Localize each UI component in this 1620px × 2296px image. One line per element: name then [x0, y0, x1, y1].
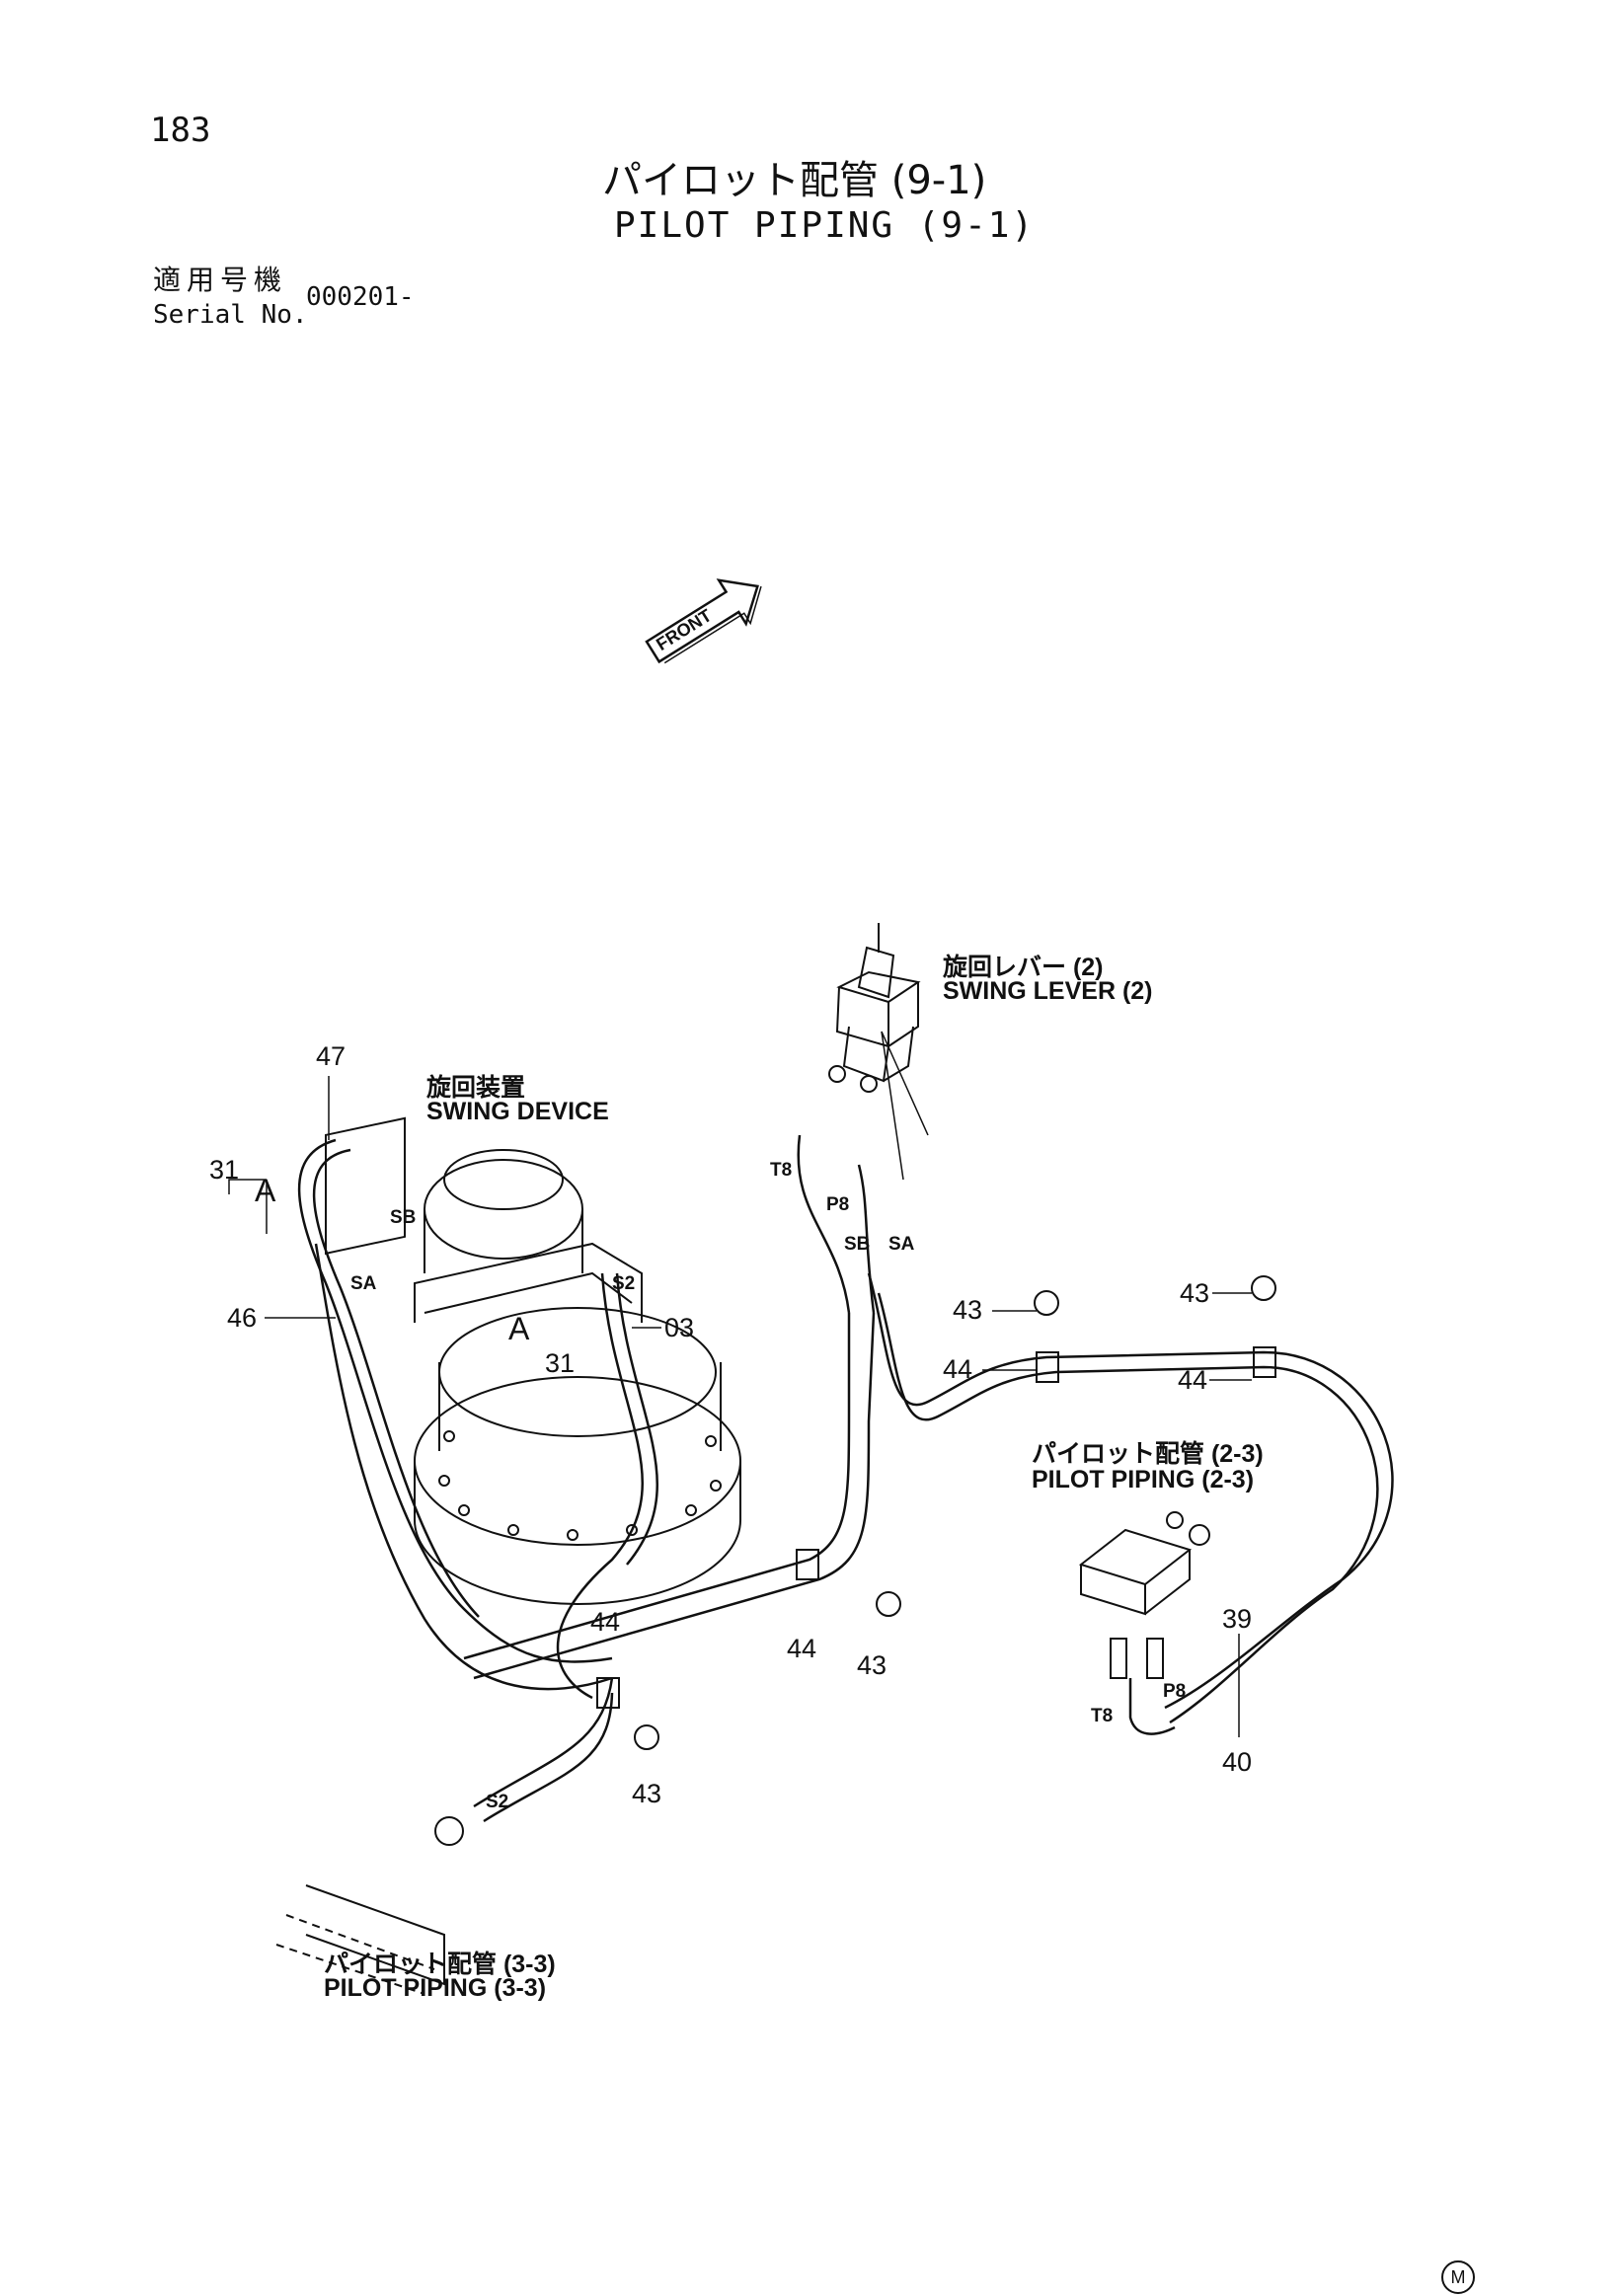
manual-mark-badge: M — [1441, 2260, 1475, 2294]
pilot-piping-3-3-label-english: PILOT PIPING (3-3) — [324, 1974, 547, 2002]
port-label-t8-2: T8 — [1091, 1706, 1114, 1726]
pilot-piping-2-3-label-english: PILOT PIPING (2-3) — [1032, 1466, 1255, 1493]
swing-device-label-english: SWING DEVICE — [426, 1098, 609, 1125]
callout-44-4: 44 — [787, 1634, 817, 1663]
view-marker-a-2: A — [508, 1311, 530, 1346]
page-title-english: PILOT PIPING (9-1) — [614, 205, 1036, 246]
callout-44-3: 44 — [590, 1607, 621, 1637]
front-arrow — [645, 578, 762, 664]
clamps-and-bolts — [596, 1275, 1276, 1750]
port-label-s2-2: S2 — [486, 1792, 509, 1812]
hose-lines — [297, 1134, 1394, 1823]
view-marker-a: A — [255, 1173, 276, 1208]
swing-lever-label-english: SWING LEVER (2) — [943, 977, 1153, 1005]
callout-44: 44 — [943, 1354, 973, 1384]
swing-lever-valve — [828, 923, 921, 1093]
callout-31: 31 — [209, 1155, 240, 1185]
callout-47: 47 — [316, 1041, 347, 1071]
callout-46: 46 — [227, 1303, 258, 1333]
pilot-valve-block — [1078, 1511, 1210, 1679]
port-label-t8: T8 — [770, 1160, 793, 1181]
port-label-sa: SA — [350, 1273, 377, 1294]
port-label-p8-2: P8 — [1163, 1681, 1187, 1702]
serial-label-japanese: 適用号機 — [153, 264, 288, 296]
page-number: 183 — [150, 111, 211, 150]
callout-39: 39 — [1222, 1604, 1253, 1634]
port-label-s2: S2 — [612, 1273, 636, 1294]
pilot-piping-3-3-label-japanese: パイロット配管 (3-3) — [324, 1951, 556, 1978]
swing-device-label-japanese: 旋回装置 — [426, 1074, 526, 1102]
port-label-p8: P8 — [826, 1194, 850, 1215]
callout-03: 03 — [664, 1313, 695, 1342]
serial-number-value: 000201- — [306, 282, 415, 312]
callout-43-4: 43 — [632, 1779, 662, 1808]
pilot-piping-2-3-label-japanese: パイロット配管 (2-3) — [1032, 1440, 1264, 1468]
callout-43: 43 — [953, 1295, 983, 1325]
port-label-sb-2: SB — [844, 1234, 871, 1255]
port-label-sb: SB — [390, 1207, 417, 1228]
callout-31-2: 31 — [545, 1348, 576, 1378]
swing-lever-label-japanese: 旋回レバー (2) — [943, 954, 1104, 981]
callout-43-3: 43 — [857, 1650, 887, 1680]
port-label-sa-2: SA — [888, 1234, 915, 1255]
page-title-japanese: パイロット配管 (9-1) — [602, 158, 987, 203]
leader-lines — [228, 1031, 1252, 1737]
swing-device-motor — [325, 1116, 741, 1605]
pilot-piping-3-3-connector — [275, 1816, 464, 1995]
callout-40: 40 — [1222, 1747, 1253, 1777]
callout-43-2: 43 — [1180, 1278, 1210, 1308]
serial-label-english: Serial No. — [153, 300, 308, 330]
callout-44-2: 44 — [1178, 1365, 1208, 1395]
